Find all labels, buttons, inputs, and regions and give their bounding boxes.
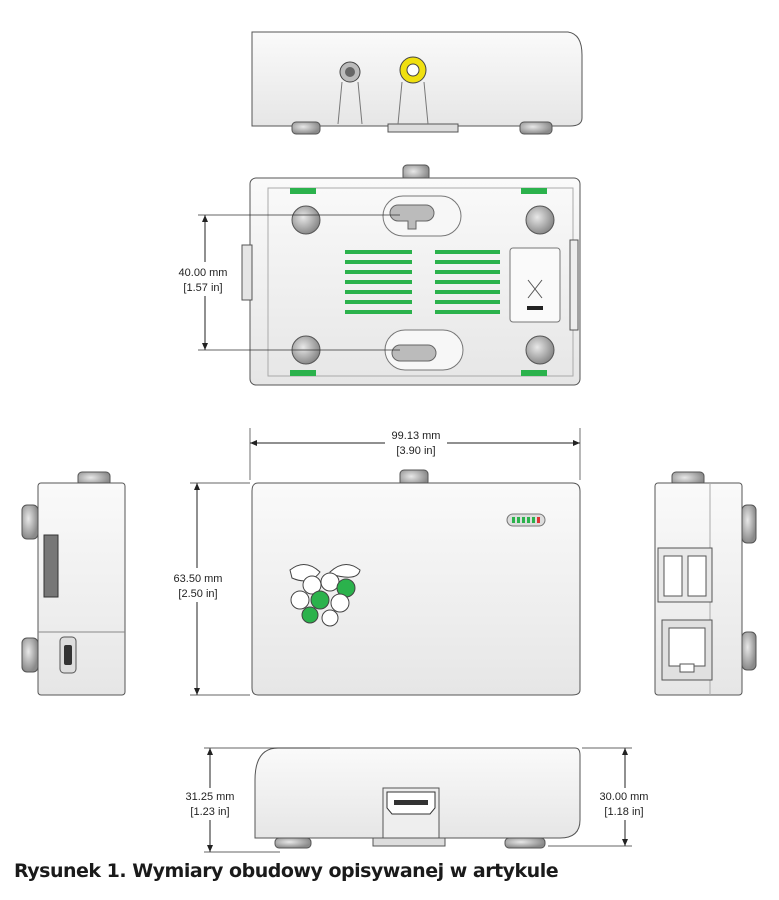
width-in-label: [3.90 in] [396, 445, 435, 457]
width-mm-label: 99.13 mm [392, 430, 441, 442]
length-in-label: [2.50 in] [178, 588, 217, 600]
depth-in-label: [1.57 in] [183, 282, 222, 294]
raspberry-pi-logo [289, 564, 361, 627]
dimension-width [249, 427, 581, 480]
rear-view [251, 31, 583, 135]
vent-slots [345, 250, 500, 314]
height-body-mm-label: 30.00 mm [600, 791, 649, 803]
bottom-view [241, 164, 581, 386]
depth-mm-label: 40.00 mm [179, 267, 228, 279]
led-window [506, 513, 546, 527]
foot [519, 121, 553, 135]
top-view [251, 469, 581, 696]
dimension-height-max [176, 747, 330, 853]
figure-caption: Rysunek 1. Wymiary obudowy opisywanej w … [14, 860, 559, 882]
foot [525, 205, 555, 235]
gpio-slot [43, 534, 59, 598]
foot [291, 205, 321, 235]
dimension-depth [168, 214, 400, 351]
height-body-in-label: [1.18 in] [604, 806, 643, 818]
foot [291, 121, 321, 135]
weee-label [509, 247, 561, 323]
right-side-view [654, 471, 757, 696]
side-view [254, 747, 581, 849]
dimension-length [162, 482, 250, 696]
height-max-in-label: [1.23 in] [190, 806, 229, 818]
left-side-view [21, 471, 126, 696]
foot [525, 335, 555, 365]
dimension-height-body [548, 747, 660, 847]
height-max-mm-label: 31.25 mm [186, 791, 235, 803]
length-mm-label: 63.50 mm [174, 573, 223, 585]
